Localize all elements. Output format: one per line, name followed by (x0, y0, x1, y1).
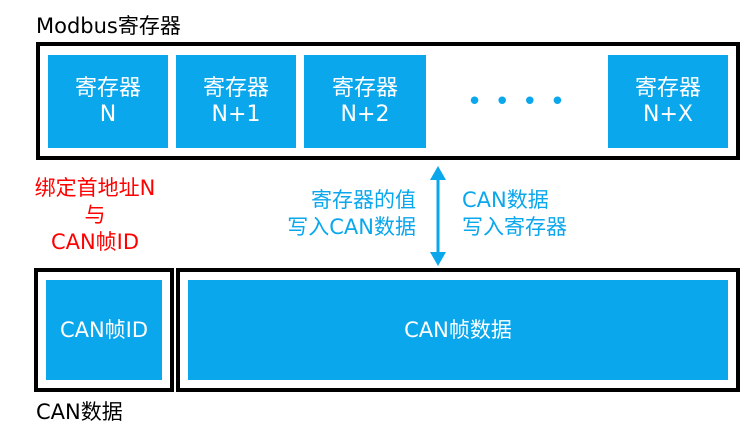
register-cell-label: 寄存器 (331, 75, 398, 101)
register-cell-index: N+1 (211, 101, 261, 127)
register-cell-label: 寄存器 (202, 75, 269, 101)
register-cell-index: N+X (643, 101, 693, 127)
write-to-can-line2: 写入CAN数据 (287, 215, 416, 239)
write-to-register-label: CAN数据 写入寄存器 (462, 187, 567, 241)
can-frame-id-cell: CAN帧ID (46, 280, 162, 380)
binding-note: 绑定首地址N 与 CAN帧ID (20, 175, 170, 256)
register-cell-n-plus-2: 寄存器 N+2 (304, 55, 426, 148)
register-cell-n-plus-x: 寄存器 N+X (608, 55, 728, 148)
ellipsis-dots: • • • • (466, 86, 568, 117)
can-data-frame: CAN帧数据 (176, 268, 740, 392)
binding-note-line2: 与 (84, 203, 106, 227)
binding-note-line1: 绑定首地址N (34, 176, 156, 200)
write-to-register-line2: 写入寄存器 (462, 215, 567, 239)
write-to-can-label: 寄存器的值 写入CAN数据 (287, 187, 416, 241)
register-cell-label: 寄存器 (74, 75, 141, 101)
write-to-register-line1: CAN数据 (462, 188, 549, 212)
register-cell-index: N (99, 101, 117, 127)
register-cell-label: 寄存器 (634, 75, 701, 101)
can-frame-data-label: CAN帧数据 (404, 318, 512, 342)
bidirectional-arrow-icon (430, 166, 446, 266)
modbus-register-frame: 寄存器 N 寄存器 N+1 寄存器 N+2 • • • • 寄存器 N+X (36, 42, 740, 160)
write-to-can-line1: 寄存器的值 (311, 188, 416, 212)
modbus-title: Modbus寄存器 (36, 14, 181, 38)
binding-note-line3: CAN帧ID (50, 230, 140, 254)
can-id-frame: CAN帧ID (34, 268, 174, 392)
can-frame-id-label: CAN帧ID (59, 318, 149, 342)
can-data-title: CAN数据 (36, 400, 123, 424)
register-cell-n-plus-1: 寄存器 N+1 (176, 55, 296, 148)
register-cell-index: N+2 (340, 101, 390, 127)
register-cell-n: 寄存器 N (48, 55, 168, 148)
can-frame-data-cell: CAN帧数据 (188, 280, 728, 380)
register-cell-ellipsis: • • • • (434, 55, 600, 148)
